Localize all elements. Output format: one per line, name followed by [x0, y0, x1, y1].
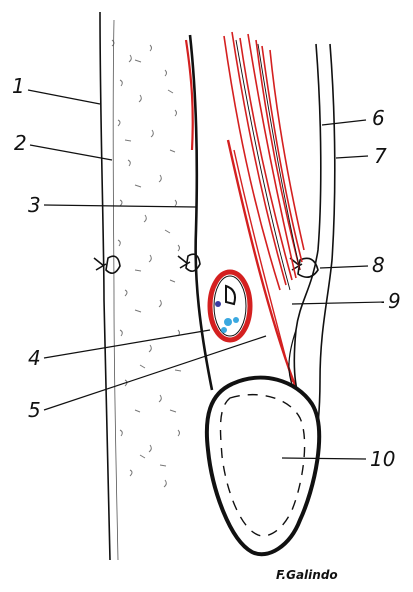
label-2: 2: [14, 133, 27, 153]
label-1: 1: [12, 76, 25, 96]
speckled-layer: [112, 40, 181, 487]
label-10: 10: [370, 449, 395, 469]
label-7: 7: [374, 146, 387, 166]
vessel-cross-section: [210, 272, 250, 340]
label-9: 9: [388, 291, 401, 311]
label-4: 4: [28, 348, 41, 368]
label-8: 8: [372, 255, 385, 275]
label-6: 6: [372, 108, 385, 128]
signature: F.Galindo: [276, 568, 338, 582]
fascia-line: [190, 35, 212, 390]
knot-marker-left: [94, 256, 120, 273]
label-3: 3: [28, 195, 41, 215]
outer-boundary-line: [100, 12, 110, 560]
label-5: 5: [28, 400, 41, 420]
